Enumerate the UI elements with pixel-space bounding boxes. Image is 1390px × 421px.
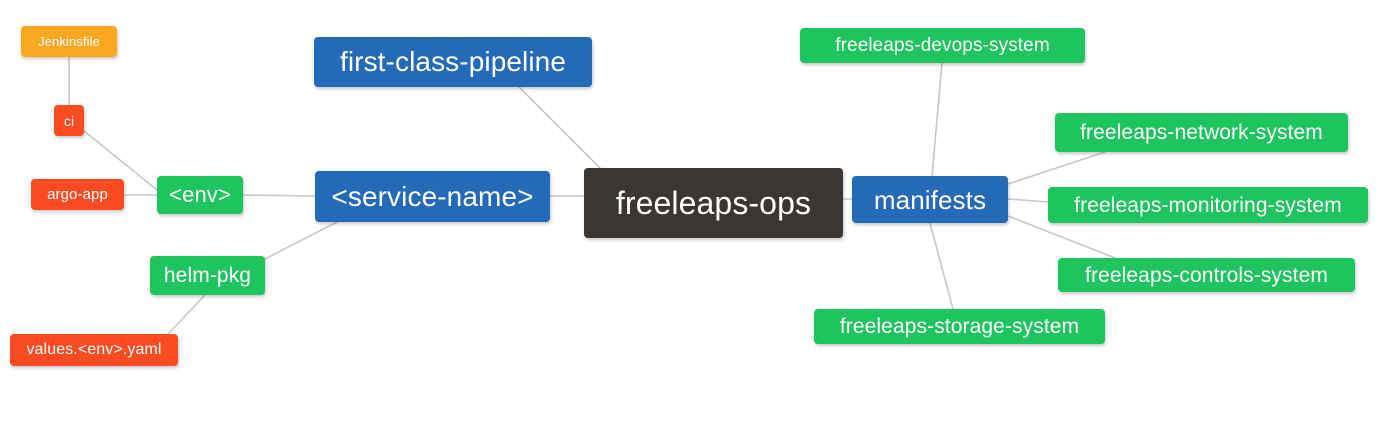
node-label: freeleaps-ops (615, 185, 812, 221)
node-first-class-pipeline[interactable]: first-class-pipeline (314, 37, 592, 87)
node-network-system[interactable]: freeleaps-network-system (1055, 113, 1348, 152)
node-ci[interactable]: ci (54, 105, 84, 136)
node-label: manifests (873, 184, 987, 215)
edge-devops-system-to-manifests (931, 62, 943, 177)
edge-values-yaml-to-helm-pkg (167, 294, 206, 335)
node-argo-app[interactable]: argo-app (31, 179, 124, 210)
edge-manifests-to-network-system (1007, 151, 1106, 185)
edge-env-to-service-name (242, 194, 316, 197)
node-devops-system[interactable]: freeleaps-devops-system (800, 28, 1085, 63)
node-label: values.<env>.yaml (26, 341, 162, 358)
node-env[interactable]: <env> (157, 176, 243, 214)
node-service-name[interactable]: <service-name> (315, 171, 550, 222)
node-jenkinsfile[interactable]: Jenkinsfile (21, 26, 117, 57)
node-label: freeleaps-controls-system (1085, 263, 1328, 287)
node-helm-pkg[interactable]: helm-pkg (150, 256, 265, 295)
node-label: helm-pkg (163, 264, 252, 287)
node-label: first-class-pipeline (339, 46, 567, 77)
node-label: freeleaps-devops-system (835, 35, 1050, 56)
node-label: freeleaps-monitoring-system (1074, 193, 1342, 217)
node-label: argo-app (47, 186, 108, 203)
node-label: ci (63, 112, 75, 129)
node-label: freeleaps-network-system (1080, 121, 1323, 144)
node-manifests[interactable]: manifests (852, 176, 1008, 223)
node-values-yaml[interactable]: values.<env>.yaml (10, 334, 178, 366)
edge-first-class-pipeline-to-freeleaps-ops (517, 85, 601, 169)
node-monitoring-system[interactable]: freeleaps-monitoring-system (1048, 187, 1368, 223)
edge-helm-pkg-to-service-name (264, 221, 338, 260)
edge-manifests-to-monitoring-system (1007, 198, 1049, 203)
node-label: freeleaps-storage-system (839, 315, 1080, 338)
node-label: <env> (169, 182, 231, 207)
node-controls-system[interactable]: freeleaps-controls-system (1058, 258, 1355, 292)
node-label: Jenkinsfile (38, 34, 100, 49)
node-freeleaps-ops[interactable]: freeleaps-ops (584, 168, 843, 238)
node-storage-system[interactable]: freeleaps-storage-system (814, 309, 1105, 344)
node-label: <service-name> (331, 180, 534, 212)
edge-manifests-to-storage-system (929, 222, 954, 310)
